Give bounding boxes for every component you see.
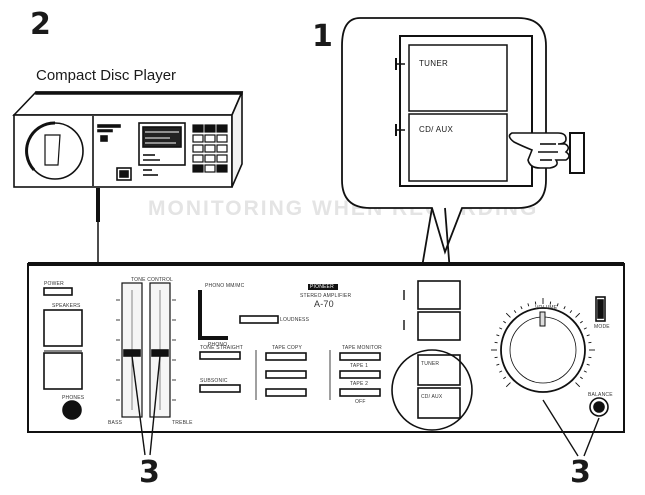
step-1-callout: 1 (312, 19, 333, 54)
step-3-right-callout: 3 (570, 455, 591, 490)
subsonic-label: SUBSONIC (200, 378, 228, 384)
tuner-button-label: TUNER (419, 59, 449, 68)
volume-tick (556, 303, 559, 307)
volume-label: VOLUME (535, 305, 558, 311)
tone-control-label: TONE CONTROL (131, 277, 174, 283)
cd-player-drawing (12, 91, 244, 188)
speakers-label: SPEAKERS (52, 303, 81, 309)
step-3-left-callout: 3 (139, 455, 160, 490)
selector-tuner-label: TUNER (421, 361, 440, 367)
power-label: POWER (44, 281, 64, 287)
amp-model-line: STEREO AMPLIFIER (300, 293, 352, 299)
amp-brand: PIONEER (310, 284, 334, 290)
volume-tick (496, 334, 500, 337)
tape2-label: TAPE 2 (350, 381, 369, 387)
cd-aux-button-label: CD/ AUX (419, 125, 454, 134)
selector-cd-aux-label: CD/ AUX (421, 394, 443, 400)
amp-model: A-70 (314, 299, 334, 309)
phones-label: PHONES (62, 395, 85, 401)
cd-player-label: Compact Disc Player (36, 67, 177, 84)
phono-mm-mc-label: PHONO MM/MC (205, 283, 245, 289)
off-label: OFF (355, 399, 366, 405)
volume-tick (505, 312, 511, 318)
volume-tick (499, 327, 503, 330)
phono-label: PHONO (208, 342, 228, 348)
mode-label: MODE (594, 324, 610, 330)
tape-copy-label: TAPE COPY (272, 345, 303, 351)
volume-tick (505, 382, 511, 388)
balance-label: BALANCE (588, 392, 613, 398)
volume-tick (563, 306, 566, 310)
volume-tick (527, 303, 530, 307)
volume-tick (575, 312, 581, 318)
volume-tick (499, 370, 503, 373)
volume-tick (496, 363, 500, 366)
volume-tick (586, 363, 590, 366)
amplifier-drawing (27, 262, 625, 457)
tone-straight-label: TONE STRAIGHT (200, 345, 244, 351)
volume-tick (586, 334, 590, 337)
volume-tick (503, 320, 507, 324)
treble-label: TREBLE (172, 420, 193, 426)
volume-tick (579, 320, 583, 324)
volume-tick (503, 376, 507, 380)
volume-scale-ticks (491, 298, 595, 388)
volume-tick (569, 310, 573, 314)
zoom-panel-frame (395, 35, 533, 187)
tape1-label: TAPE 1 (350, 363, 369, 369)
loudness-label: LOUDNESS (280, 317, 310, 323)
volume-tick (575, 382, 581, 388)
volume-tick (579, 376, 583, 380)
volume-tick (583, 370, 587, 373)
bass-label: BASS (108, 420, 123, 426)
volume-tick (513, 310, 517, 314)
tape-monitor-label: TAPE MONITOR (342, 345, 382, 351)
volume-tick (583, 327, 587, 330)
pointing-hand (508, 132, 585, 174)
volume-tick (520, 306, 523, 310)
step-2-callout: 2 (30, 7, 51, 42)
